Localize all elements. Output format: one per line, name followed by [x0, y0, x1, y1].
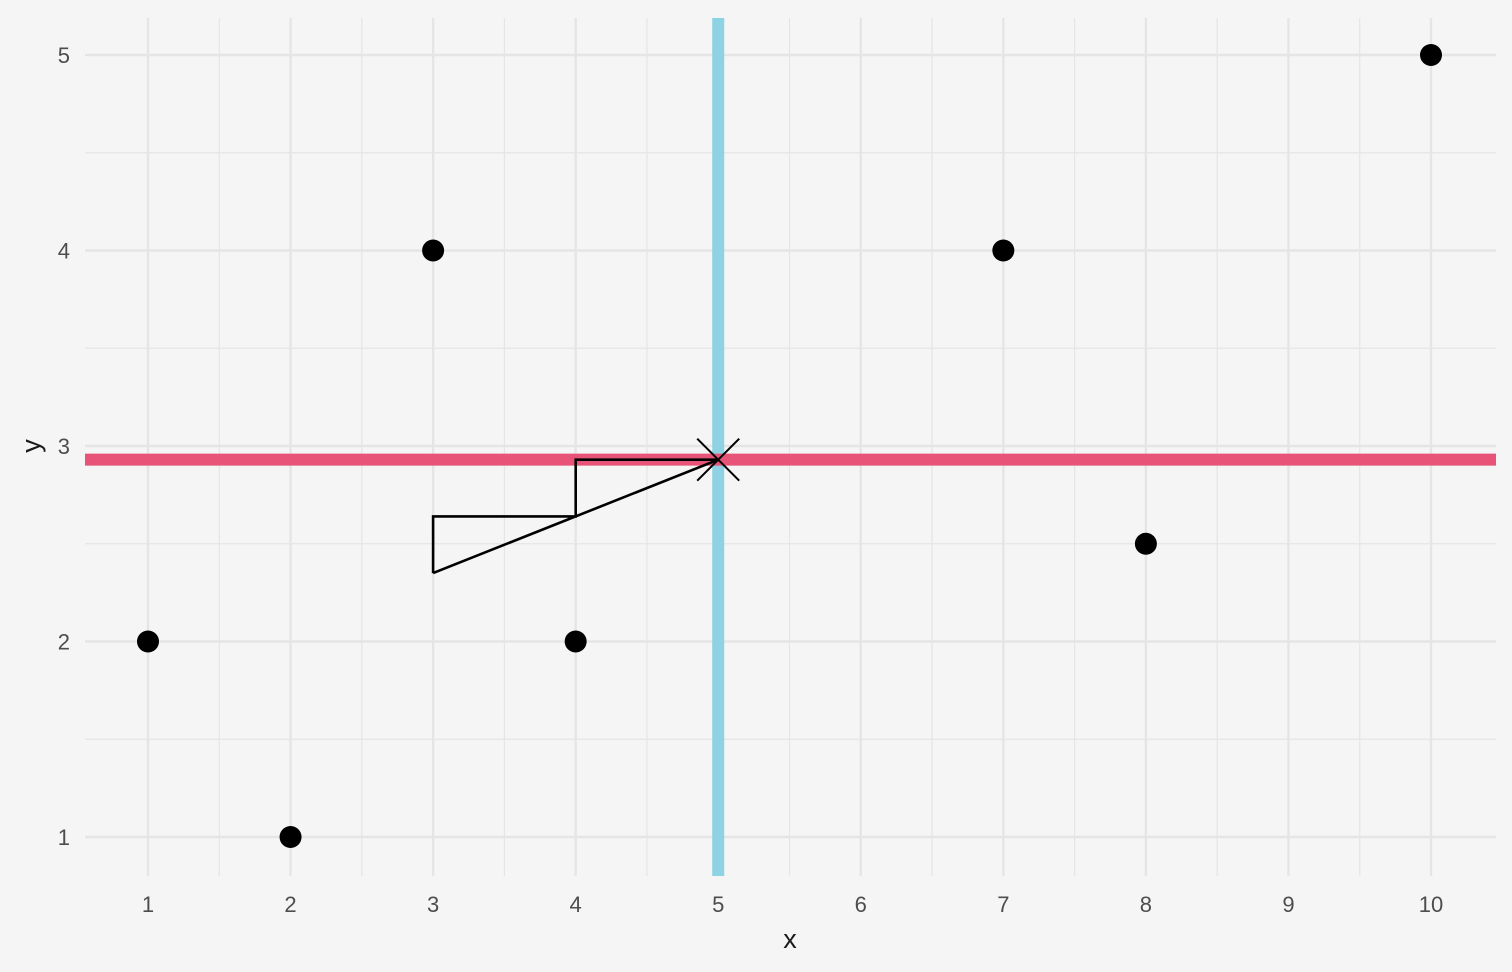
- y-tick-labels: 1 2 3 4 5: [58, 43, 70, 850]
- x-tick-label: 7: [997, 892, 1009, 917]
- x-tick-label: 5: [712, 892, 724, 917]
- data-point: [1420, 44, 1442, 66]
- points: [137, 44, 1442, 848]
- data-point: [992, 239, 1015, 262]
- y-tick-label: 3: [58, 434, 70, 459]
- x-tick-label: 9: [1282, 892, 1294, 917]
- data-point: [279, 826, 302, 848]
- mean-point-marker: [696, 437, 740, 482]
- data-point: [137, 630, 159, 653]
- x-axis-title: x: [783, 924, 797, 954]
- mean-marker-stroke: [696, 437, 740, 482]
- residual-path: [431, 458, 719, 575]
- x-tick-label: 8: [1140, 892, 1152, 917]
- x-tick-label: 3: [427, 892, 439, 917]
- data-point: [1134, 532, 1157, 555]
- x-tick-label: 1: [142, 892, 154, 917]
- data-point: [564, 630, 587, 653]
- y-tick-label: 4: [58, 239, 70, 264]
- x-tick-labels: 1 2 3 4 5 6 7 8 9 10: [142, 892, 1443, 917]
- x-tick-label: 4: [570, 892, 582, 917]
- path-layer: [431, 458, 719, 575]
- y-tick-label: 5: [58, 43, 70, 68]
- y-tick-label: 1: [58, 825, 70, 850]
- x-tick-label: 2: [284, 892, 296, 917]
- x-tick-label: 6: [855, 892, 867, 917]
- y-tick-label: 2: [58, 630, 70, 655]
- y-axis-title: y: [16, 439, 46, 453]
- data-point: [422, 239, 445, 262]
- reference-lines: [85, 18, 1496, 876]
- x-tick-label: 10: [1419, 892, 1443, 917]
